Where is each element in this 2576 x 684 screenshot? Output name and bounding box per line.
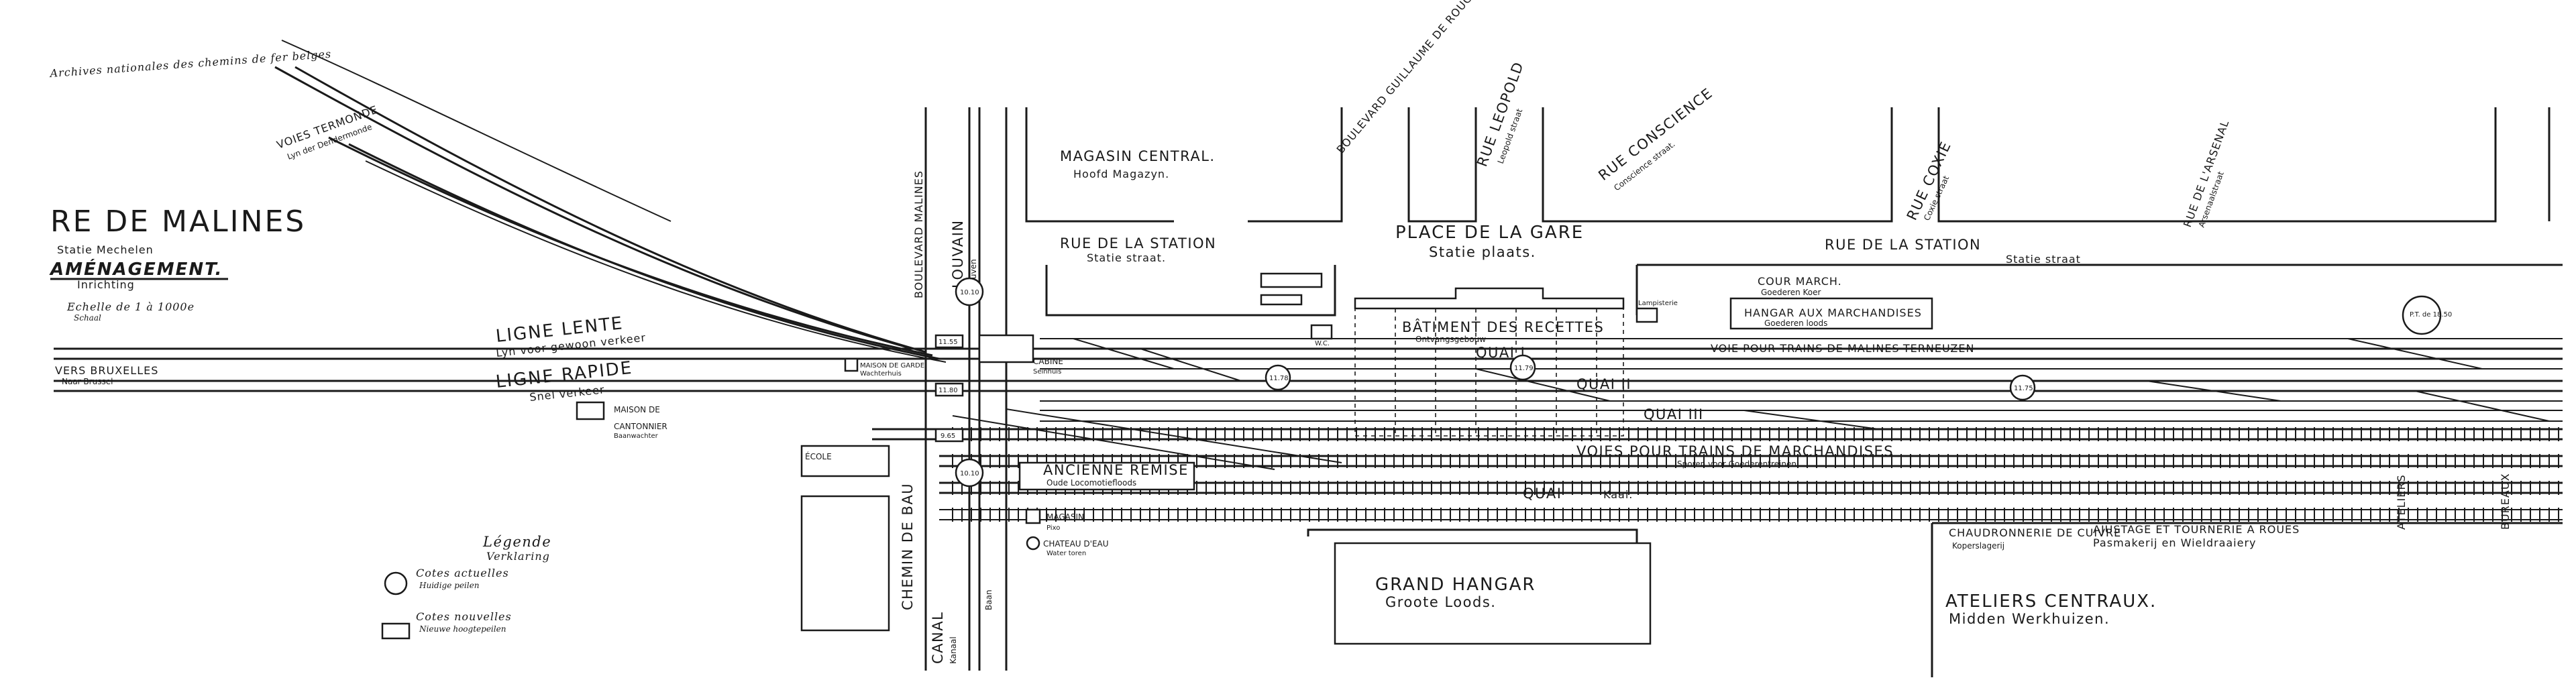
hangar-marchandises-label: HANGAR AUX MARCHANDISES [1744,306,1922,319]
cabine-label: CABINE [1033,357,1063,366]
cantonnier-label: CANTONNIER [614,422,667,431]
chateau-deau-label: CHATEAU D'EAU [1043,539,1109,549]
scale-label: Echelle de 1 à 1000e [66,300,195,313]
grand-hangar-nl-label: Groote Loods. [1385,594,1496,610]
maison-garde-label: MAISON DE GARDE [860,362,924,369]
kanaal-label: Kanaal [949,636,958,664]
wc-label: W.C. [1315,340,1330,347]
elevation-1: 10.10 [960,289,979,296]
lampisterie-label: Lampisterie [1638,300,1678,307]
chateau-nl-label: Water toren [1046,550,1086,557]
ateliers-label: ATELIERS CENTRAUX. [1945,591,2157,612]
remise-nl-label: Oude Locomotiefloods [1046,478,1136,488]
legend-new: Cotes nouvelles [416,610,512,623]
maison-label: MAISON DE [614,405,660,414]
rue-conscience-label: RUE CONSCIENCE [1595,84,1715,184]
batiment-nl-label: Ontvangsgebouw [1415,335,1486,344]
ajustage-label: AJUSTAGE ET TOURNERIE A ROUES [2093,523,2300,536]
magasin-nl-label: Pixo [1046,524,1060,532]
quai-bottom-label: QUAI [1523,486,1562,502]
batiment-recettes-label: BÂTIMENT DES RECETTES [1402,319,1604,335]
rue-station-nl-label: Statie straat. [1087,251,1166,264]
rail-ties [952,427,2559,522]
buildings: BÂTIMENT DES RECETTES Ontvangsgebouw HAN… [576,272,2563,677]
elevation-2: 11.55 [938,339,958,346]
pt-marker: P.T. de 18.50 [2410,311,2452,319]
bureaux-label: BUREAUX [2499,473,2512,530]
cabine-nl-label: Seinhuis [1033,368,1061,376]
elevation-7: 10.10 [960,470,979,477]
baan-label: Baan [984,589,994,610]
guillaume-label: BOULEVARD GUILLAUME DE ROUGE [1334,0,1480,156]
legend-actual: Cotes actuelles [416,567,509,579]
boulevard-malines-label: BOULEVARD MALINES [912,170,925,298]
ecole-label: ÉCOLE [805,451,832,461]
elevation-3: 11.80 [938,387,958,394]
title-block: RE DE MALINES Statie Mechelen AMÉNAGEMEN… [49,205,306,323]
legend-actual-nl: Huidige peilen [419,581,479,590]
platform-grid [1354,308,1624,437]
vers-bruxelles-label: VERS BRUXELLES [55,364,158,377]
elevation-markers: 10.10 11.55 11.80 11.78 11.79 11.75 10.1… [934,277,2452,488]
cour-label: COUR MARCH. [1758,275,1842,288]
kaai-label: Kaai. [1603,488,1633,501]
termonde-branch: VOIES TERMONDE Lyn der Dendermonde [274,40,947,363]
rue-station-label: RUE DE LA STATION [1060,235,1216,251]
place-gare-label: PLACE DE LA GARE [1395,223,1584,243]
statie-plaats-label: Statie plaats. [1429,244,1536,260]
legend: Légende Verklaring Cotes actuelles Huidi… [381,534,551,640]
plan-title-nl: Statie Mechelen [57,243,154,256]
rue-station-right-label: RUE DE LA STATION [1825,237,1981,253]
chaudronnerie-label: CHAUDRONNERIE DE CUIVRE [1949,526,2121,539]
grand-hangar-label: GRAND HANGAR [1375,575,1536,595]
magasin-central-label: MAGASIN CENTRAL. [1060,148,1216,164]
plan-subtitle-nl: Inrichting [77,278,135,291]
elevation-8: 9.65 [941,433,955,440]
magasin-label: MAGASIN [1046,512,1084,522]
quai-3-label: QUAI III [1644,406,1704,422]
elevation-4: 11.78 [1269,375,1289,382]
chaudronnerie-nl-label: Koperslagerij [1952,541,2004,551]
ancienne-remise-label: ANCIENNE REMISE [1043,462,1189,478]
cour-nl-label: Goederen Koer [1761,288,1821,297]
legend-new-nl: Nieuwe hoogtepeilen [419,624,506,634]
plan-title: RE DE MALINES [50,205,306,239]
louvain-label: LOUVAIN [950,219,966,288]
voie-terneuzen-label: VOIE POUR TRAINS DE MALINES-TERNEUZEN [1711,342,1974,355]
ateliers-side-label: ATELIERS [2395,474,2408,530]
chemin-label: CHEMIN DE BAU [900,483,916,610]
ateliers-nl-label: Midden Werkhuizen. [1949,611,2110,627]
voies-marchandises-label: VOIES POUR TRAINS DE MARCHANDISES [1576,443,1894,459]
elevation-6: 11.75 [2014,385,2033,392]
plan-subtitle: AMÉNAGEMENT. [49,258,223,280]
vers-bruxelles-nl-label: Naar Brussel [62,377,113,386]
legend-title-nl: Verklaring [486,550,550,563]
legend-rect-symbol [381,622,411,640]
canal-label: CANAL [930,612,946,664]
quai-2-label: QUAI II [1576,376,1631,392]
hoofd-magazyn-label: Hoofd Magazyn. [1073,168,1169,180]
cantonnier-nl-label: Baanwachter [614,433,659,440]
hangar-marchandises-nl-label: Goederen loods [1764,319,1827,328]
scale-label-nl: Schaal [74,313,101,323]
garde-nl-label: Wachterhuis [860,370,902,378]
rue-station-right-nl-label: Statie straat [2006,253,2081,266]
elevation-5: 11.79 [1514,365,1534,372]
ajustage-nl-label: Pasmakerij en Wieldraaiery [2093,536,2257,549]
main-tracks [54,338,2563,520]
voies-marchandises-nl-label: Sporen voor Goederentreinen [1677,459,1796,469]
street-blocks [924,107,2563,671]
legend-title: Légende [482,534,551,550]
legend-circle-symbol [384,571,408,595]
